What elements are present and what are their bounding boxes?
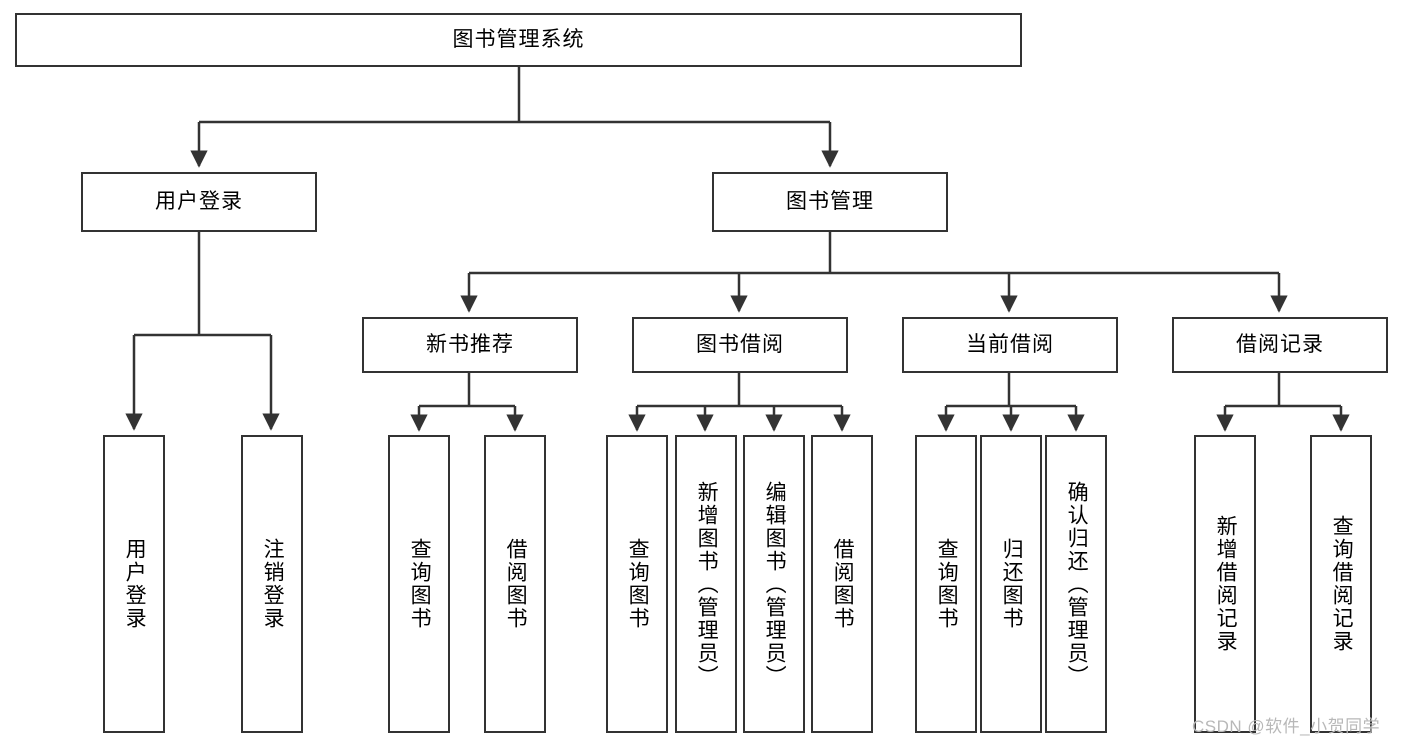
leaf-current-borrow-query[interactable]: 查询图书: [915, 435, 977, 733]
leaf-new-book-borrow[interactable]: 借阅图书: [484, 435, 546, 733]
leaf-user-login-logout[interactable]: 注销登录: [241, 435, 303, 733]
node-current-borrow[interactable]: 当前借阅: [902, 317, 1118, 373]
node-label: 查询图书: [626, 538, 650, 630]
node-label: 图书借阅: [696, 333, 784, 357]
node-label: 用户登录: [123, 538, 147, 630]
csdn-watermark: CSDN @软件_小贺同学: [1192, 717, 1381, 736]
leaf-book-borrow-lend[interactable]: 借阅图书: [811, 435, 873, 733]
node-label: 借阅图书: [831, 538, 855, 630]
node-label: 借阅图书: [504, 538, 528, 630]
node-borrow-record[interactable]: 借阅记录: [1172, 317, 1388, 373]
node-label: 归还图书: [1000, 538, 1024, 630]
node-label: 查询图书: [935, 538, 959, 630]
leaf-book-borrow-add[interactable]: 新增图书（管理员）: [675, 435, 737, 733]
node-root-system[interactable]: 图书管理系统: [15, 13, 1022, 67]
leaf-book-borrow-edit[interactable]: 编辑图书（管理员）: [743, 435, 805, 733]
leaf-borrow-record-add[interactable]: 新增借阅记录: [1194, 435, 1256, 733]
node-label: 新书推荐: [426, 333, 514, 357]
node-user-login[interactable]: 用户登录: [81, 172, 317, 232]
leaf-book-borrow-query[interactable]: 查询图书: [606, 435, 668, 733]
node-label: 查询借阅记录: [1330, 515, 1354, 653]
node-label: 图书管理: [786, 190, 874, 214]
leaf-new-book-query[interactable]: 查询图书: [388, 435, 450, 733]
node-label: 用户登录: [155, 190, 243, 214]
node-label: 新增图书（管理员）: [695, 480, 719, 688]
leaf-current-borrow-return[interactable]: 归还图书: [980, 435, 1042, 733]
node-label: 借阅记录: [1236, 333, 1324, 357]
node-label: 确认归还（管理员）: [1065, 480, 1089, 688]
node-label: 查询图书: [408, 538, 432, 630]
node-book-management[interactable]: 图书管理: [712, 172, 948, 232]
node-label: 新增借阅记录: [1214, 515, 1238, 653]
leaf-current-borrow-confirm[interactable]: 确认归还（管理员）: [1045, 435, 1107, 733]
node-label: 当前借阅: [966, 333, 1054, 357]
node-label: 图书管理系统: [452, 28, 585, 52]
node-new-book-recommend[interactable]: 新书推荐: [362, 317, 578, 373]
node-label: 编辑图书（管理员）: [763, 480, 787, 688]
node-book-borrow[interactable]: 图书借阅: [632, 317, 848, 373]
node-label: 注销登录: [261, 538, 285, 630]
leaf-borrow-record-query[interactable]: 查询借阅记录: [1310, 435, 1372, 733]
leaf-user-login-login[interactable]: 用户登录: [103, 435, 165, 733]
